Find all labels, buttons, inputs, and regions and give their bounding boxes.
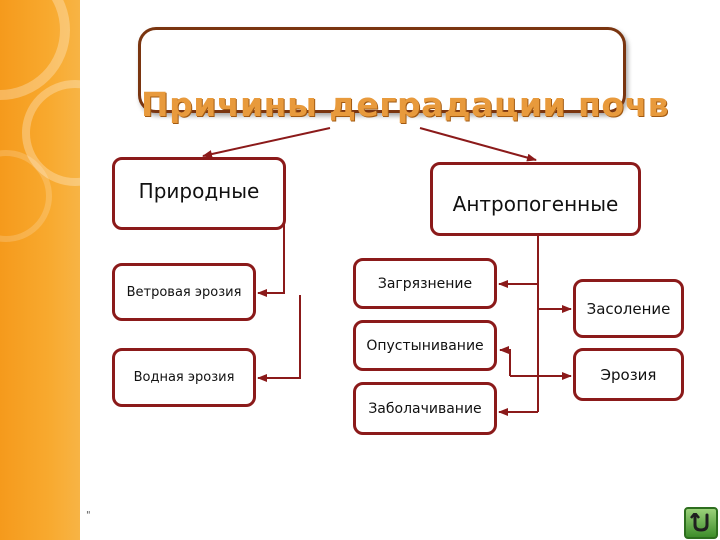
- water-erosion-box: Водная эрозия: [112, 348, 256, 407]
- anthropogenic-causes-box: Антропогенные: [430, 162, 641, 236]
- waterlogging-box: Заболачивание: [353, 382, 497, 435]
- erosion-label: Эрозия: [600, 365, 657, 384]
- return-button[interactable]: [684, 507, 718, 539]
- diagram-title: Причины деградации почв: [141, 85, 670, 124]
- desertification-label: Опустынивание: [366, 337, 484, 354]
- return-arrow-icon: [690, 513, 709, 532]
- natural-causes-label: Природные: [138, 178, 260, 203]
- wind-erosion-label: Ветровая эрозия: [126, 284, 242, 300]
- title-box: Причины деградации почв: [138, 27, 669, 124]
- salinization-label: Засоление: [586, 299, 671, 318]
- wind-erosion-box: Ветровая эрозия: [112, 263, 256, 321]
- arrow-natural-to-water: [257, 295, 301, 382]
- pollution-box: Загрязнение: [353, 258, 497, 309]
- anthropogenic-causes-label: Антропогенные: [452, 192, 619, 216]
- arrow-title-to-natural: [202, 127, 331, 158]
- water-erosion-label: Водная эрозия: [133, 370, 235, 385]
- erosion-box: Эрозия: [573, 348, 684, 401]
- arrow-natural-to-wind: [257, 196, 285, 297]
- natural-causes-box: Природные: [112, 157, 286, 230]
- arrow-to-desertification: [499, 346, 511, 376]
- decorative-side-stripe: [0, 0, 80, 540]
- arrow-title-to-anthropogenic: [419, 127, 537, 162]
- pollution-label: Загрязнение: [377, 275, 473, 292]
- salinization-box: Засоление: [573, 279, 684, 338]
- footnote-mark: ": [86, 510, 91, 521]
- desertification-box: Опустынивание: [353, 320, 497, 371]
- waterlogging-label: Заболачивание: [368, 400, 482, 417]
